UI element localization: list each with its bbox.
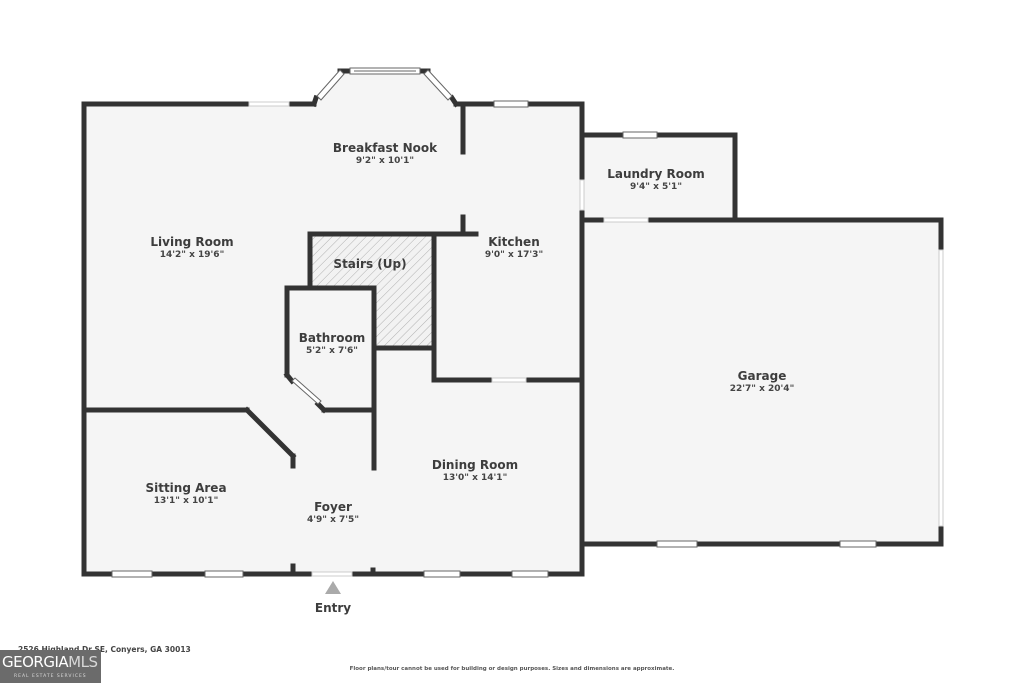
room-living-room: Living Room 14'2" x 19'6" xyxy=(150,235,233,261)
room-name: Garage xyxy=(737,369,787,383)
window xyxy=(423,570,461,578)
room-dimensions: 9'4" x 5'1" xyxy=(629,182,683,192)
window xyxy=(111,570,153,578)
room-dimensions: 4'9" x 7'5" xyxy=(306,515,360,525)
room-breakfast-nook: Breakfast Nook 9'2" x 10'1" xyxy=(333,141,437,167)
room-sitting-area: Sitting Area 13'1" x 10'1" xyxy=(145,481,226,507)
entry-label: Entry xyxy=(314,601,352,615)
window xyxy=(204,570,244,578)
georgia-mls-logo: GEORGIAMLS REAL ESTATE SERVICES xyxy=(0,650,101,683)
room-bathroom: Bathroom 5'2" x 7'6" xyxy=(299,331,365,357)
room-name: Stairs (Up) xyxy=(333,257,407,271)
room-name: Bathroom xyxy=(298,331,366,345)
laundry-floor xyxy=(582,136,735,220)
logo-main-text: GEORGIA xyxy=(2,653,69,671)
room-name: Foyer xyxy=(314,500,352,514)
floor-fills xyxy=(84,72,941,574)
window xyxy=(511,570,549,578)
logo-tagline: REAL ESTATE SERVICES xyxy=(14,674,87,679)
window xyxy=(493,100,529,108)
room-foyer: Foyer 4'9" x 7'5" xyxy=(307,500,359,526)
room-dining-room: Dining Room 13'0" x 14'1" xyxy=(432,458,518,484)
openings xyxy=(248,101,944,577)
logo-wordmark: GEORGIAMLS xyxy=(2,653,98,671)
room-garage: Garage 22'7" x 20'4" xyxy=(730,369,795,395)
room-dimensions: 13'1" x 10'1" xyxy=(153,496,219,506)
window xyxy=(423,69,453,101)
room-dimensions: 13'0" x 14'1" xyxy=(442,473,508,483)
logo-accent-text: MLS xyxy=(68,653,98,671)
window xyxy=(839,540,877,548)
window xyxy=(622,131,658,139)
room-dimensions: 9'2" x 10'1" xyxy=(355,156,415,166)
garage-floor xyxy=(585,220,941,544)
window xyxy=(656,540,698,548)
room-kitchen: Kitchen 9'0" x 17'3" xyxy=(485,235,543,261)
room-stairs: Stairs (Up) xyxy=(333,257,406,271)
room-name: Laundry Room xyxy=(607,167,705,181)
room-name: Living Room xyxy=(150,235,234,249)
room-name: Kitchen xyxy=(488,235,540,249)
stairs-hatch xyxy=(310,234,434,348)
room-name: Sitting Area xyxy=(145,481,227,495)
windows xyxy=(111,67,877,578)
room-dimensions: 14'2" x 19'6" xyxy=(159,250,225,260)
room-dimensions: 9'0" x 17'3" xyxy=(484,250,544,260)
main-house-floor xyxy=(84,72,582,574)
room-laundry-room: Laundry Room 9'4" x 5'1" xyxy=(607,167,705,193)
entry-arrow-icon xyxy=(325,581,341,594)
room-name: Breakfast Nook xyxy=(332,141,438,155)
walls xyxy=(81,68,944,577)
room-name: Dining Room xyxy=(431,458,519,472)
property-address: 2526 Highland Dr SE, Conyers, GA 30013 xyxy=(18,645,191,654)
disclaimer-text: Floor plans/tour cannot be used for buil… xyxy=(349,666,675,672)
window xyxy=(291,377,322,405)
window xyxy=(316,69,345,101)
room-dimensions: 5'2" x 7'6" xyxy=(305,346,358,356)
room-dimensions: 22'7" x 20'4" xyxy=(729,384,795,394)
